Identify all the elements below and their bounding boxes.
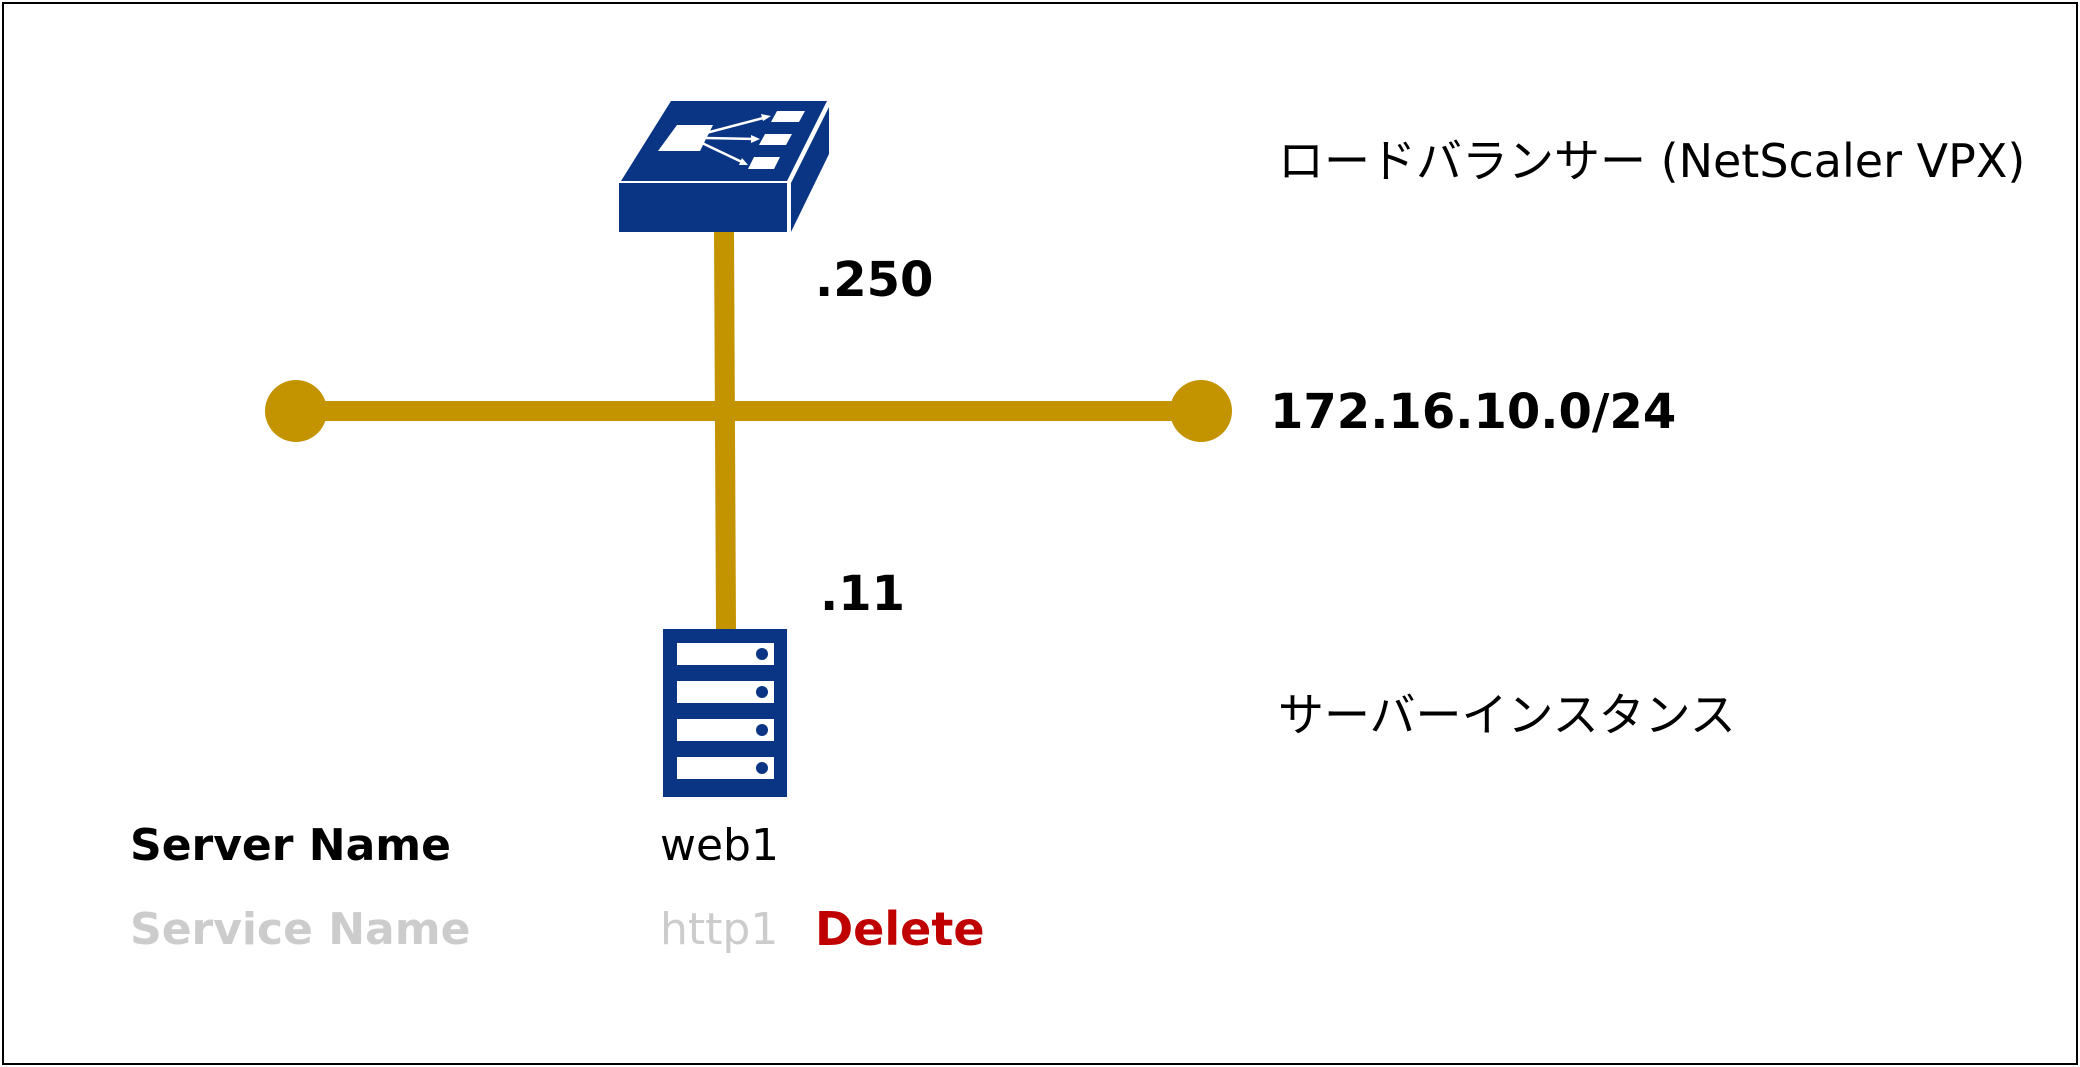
service-name-value: http1 — [660, 904, 779, 955]
load-balancer-ip-label: .250 — [815, 252, 934, 308]
link-load-balancer-to-server — [714, 231, 736, 631]
network-label: 172.16.10.0/24 — [1270, 384, 1677, 440]
server-name-label: Server Name — [130, 820, 451, 871]
service-name-label: Service Name — [130, 904, 471, 955]
network-endpoint-left — [265, 380, 327, 442]
server-name-value: web1 — [660, 820, 779, 871]
server-instance-label: サーバーインスタンス — [1278, 688, 1736, 742]
server-ip-label: .11 — [820, 566, 906, 622]
load-balancer-icon — [619, 101, 829, 232]
delete-button[interactable]: Delete — [815, 902, 985, 956]
network-endpoint-right — [1170, 380, 1232, 442]
server-icon — [663, 629, 787, 797]
load-balancer-label: ロードバランサー (NetScaler VPX) — [1278, 134, 2026, 188]
